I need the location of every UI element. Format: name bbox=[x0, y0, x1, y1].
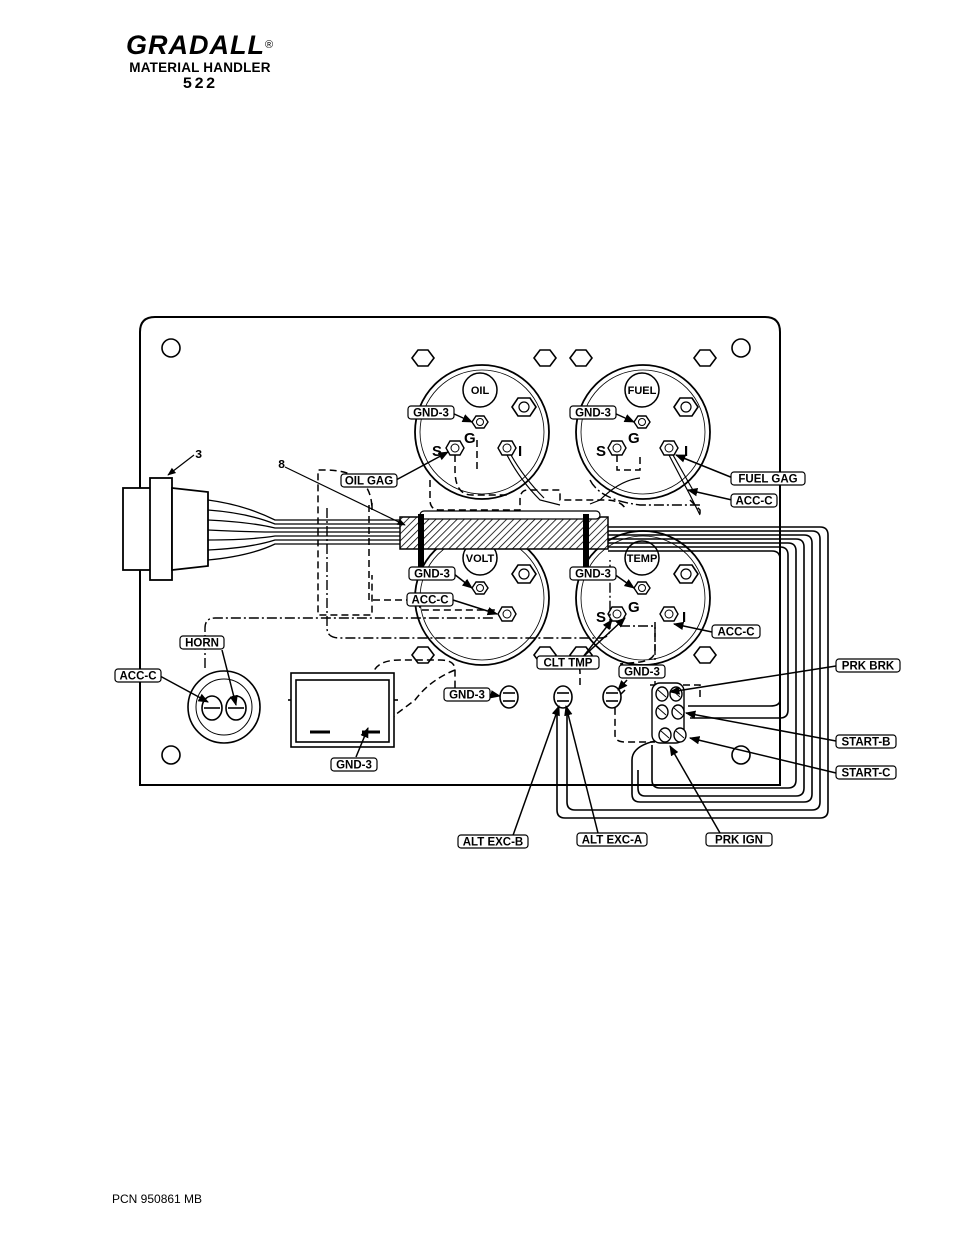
horn bbox=[187, 670, 261, 744]
gauge-volt-label: VOLT bbox=[466, 553, 495, 565]
label-start-b: START-B bbox=[835, 734, 897, 749]
label-fuel-gag: FUEL GAG bbox=[730, 471, 806, 486]
label-acc-c-fuel: ACC-C bbox=[730, 493, 778, 508]
gauge-temp-label: TEMP bbox=[627, 553, 658, 565]
svg-text:ACC-C: ACC-C bbox=[411, 595, 448, 607]
svg-text:FUEL GAG: FUEL GAG bbox=[738, 474, 797, 486]
label-gnd3-switch: GND-3 bbox=[618, 664, 666, 679]
svg-text:ACC-C: ACC-C bbox=[119, 671, 156, 683]
svg-text:G: G bbox=[628, 430, 640, 447]
label-alt-exc-a: ALT EXC-A bbox=[576, 832, 648, 847]
svg-text:S: S bbox=[432, 443, 442, 460]
label-clt-tmp: CLT TMP bbox=[536, 655, 600, 670]
label-oil-gag: OIL GAG bbox=[340, 473, 398, 488]
label-acc-c-temp: ACC-C bbox=[711, 624, 761, 639]
svg-text:G: G bbox=[628, 599, 640, 616]
svg-text:CLT TMP: CLT TMP bbox=[544, 658, 593, 670]
panel-studs bbox=[499, 685, 622, 709]
label-gnd3-temp: GND-3 bbox=[569, 566, 617, 581]
label-prk-ign: PRK IGN bbox=[705, 832, 773, 847]
svg-text:START-B: START-B bbox=[842, 737, 891, 749]
svg-text:ACC-C: ACC-C bbox=[735, 496, 772, 508]
label-acc-c-volt: ACC-C bbox=[406, 592, 454, 607]
svg-text:GND-3: GND-3 bbox=[336, 760, 372, 772]
svg-text:HORN: HORN bbox=[185, 638, 219, 650]
gauge-fuel: FUEL bbox=[575, 364, 711, 500]
label-gnd3-oil: GND-3 bbox=[407, 405, 455, 420]
svg-text:PRK IGN: PRK IGN bbox=[715, 835, 763, 847]
svg-text:G: G bbox=[464, 430, 476, 447]
product-subtitle: MATERIAL HANDLER bbox=[129, 60, 271, 75]
gradall-logo: GRADALL® MATERIAL HANDLER 522 bbox=[100, 30, 300, 93]
gauge-oil: OIL bbox=[414, 364, 550, 500]
svg-text:START-C: START-C bbox=[842, 768, 891, 780]
svg-text:PRK BRK: PRK BRK bbox=[842, 661, 895, 673]
label-horn: HORN bbox=[179, 635, 225, 650]
panel-outline bbox=[139, 316, 781, 786]
svg-text:ALT EXC-A: ALT EXC-A bbox=[582, 835, 642, 847]
harness-connector bbox=[122, 477, 209, 581]
label-prk-brk: PRK BRK bbox=[835, 658, 901, 673]
ignition-switch bbox=[651, 682, 687, 744]
svg-text:S: S bbox=[596, 609, 606, 626]
gauge-oil-label: OIL bbox=[471, 385, 490, 397]
svg-text:ALT EXC-B: ALT EXC-B bbox=[463, 837, 523, 849]
cable-tie-left bbox=[418, 514, 424, 576]
svg-text:I: I bbox=[682, 609, 686, 626]
document-number: PCN 950861 MB bbox=[112, 1192, 203, 1206]
gauge-temp: TEMP bbox=[575, 530, 711, 666]
brand-name: GRADALL® bbox=[125, 30, 275, 60]
svg-text:I: I bbox=[518, 443, 522, 460]
label-acc-c-horn: ACC-C bbox=[114, 668, 162, 683]
gauge-fuel-label: FUEL bbox=[628, 385, 657, 397]
svg-text:GND-3: GND-3 bbox=[575, 408, 611, 420]
svg-text:OIL GAG: OIL GAG bbox=[345, 476, 393, 488]
terminal-letters: S G I S G I S G I bbox=[432, 430, 688, 626]
label-alt-exc-b: ALT EXC-B bbox=[457, 834, 529, 849]
svg-text:S: S bbox=[596, 443, 606, 460]
svg-text:I: I bbox=[684, 443, 688, 460]
mounting-holes bbox=[161, 338, 751, 765]
harness-wires bbox=[207, 499, 400, 561]
switch-box bbox=[288, 672, 398, 748]
wire-labels: GND-3 GND-3 OIL GAG FUEL GAG ACC-C GND-3… bbox=[114, 405, 901, 849]
svg-text:ACC-C: ACC-C bbox=[717, 627, 754, 639]
svg-text:GND-3: GND-3 bbox=[414, 569, 450, 581]
label-gnd3-volt: GND-3 bbox=[408, 566, 456, 581]
leader-lines bbox=[159, 412, 837, 842]
svg-text:GND-3: GND-3 bbox=[449, 690, 485, 702]
label-start-c: START-C bbox=[835, 765, 897, 780]
right-wire-bundle bbox=[556, 526, 829, 819]
label-gnd3-fuel: GND-3 bbox=[569, 405, 617, 420]
label-gnd3-box: GND-3 bbox=[330, 757, 378, 772]
svg-text:GND-3: GND-3 bbox=[575, 569, 611, 581]
callout-3: 3 bbox=[195, 448, 202, 462]
model-number: 522 bbox=[182, 75, 218, 93]
label-gnd3-mid: GND-3 bbox=[443, 687, 491, 702]
harness-sleeve bbox=[399, 516, 609, 550]
svg-text:GND-3: GND-3 bbox=[624, 667, 660, 679]
callout-8: 8 bbox=[278, 458, 285, 472]
svg-text:GND-3: GND-3 bbox=[413, 408, 449, 420]
cable-tie-right bbox=[583, 514, 589, 576]
